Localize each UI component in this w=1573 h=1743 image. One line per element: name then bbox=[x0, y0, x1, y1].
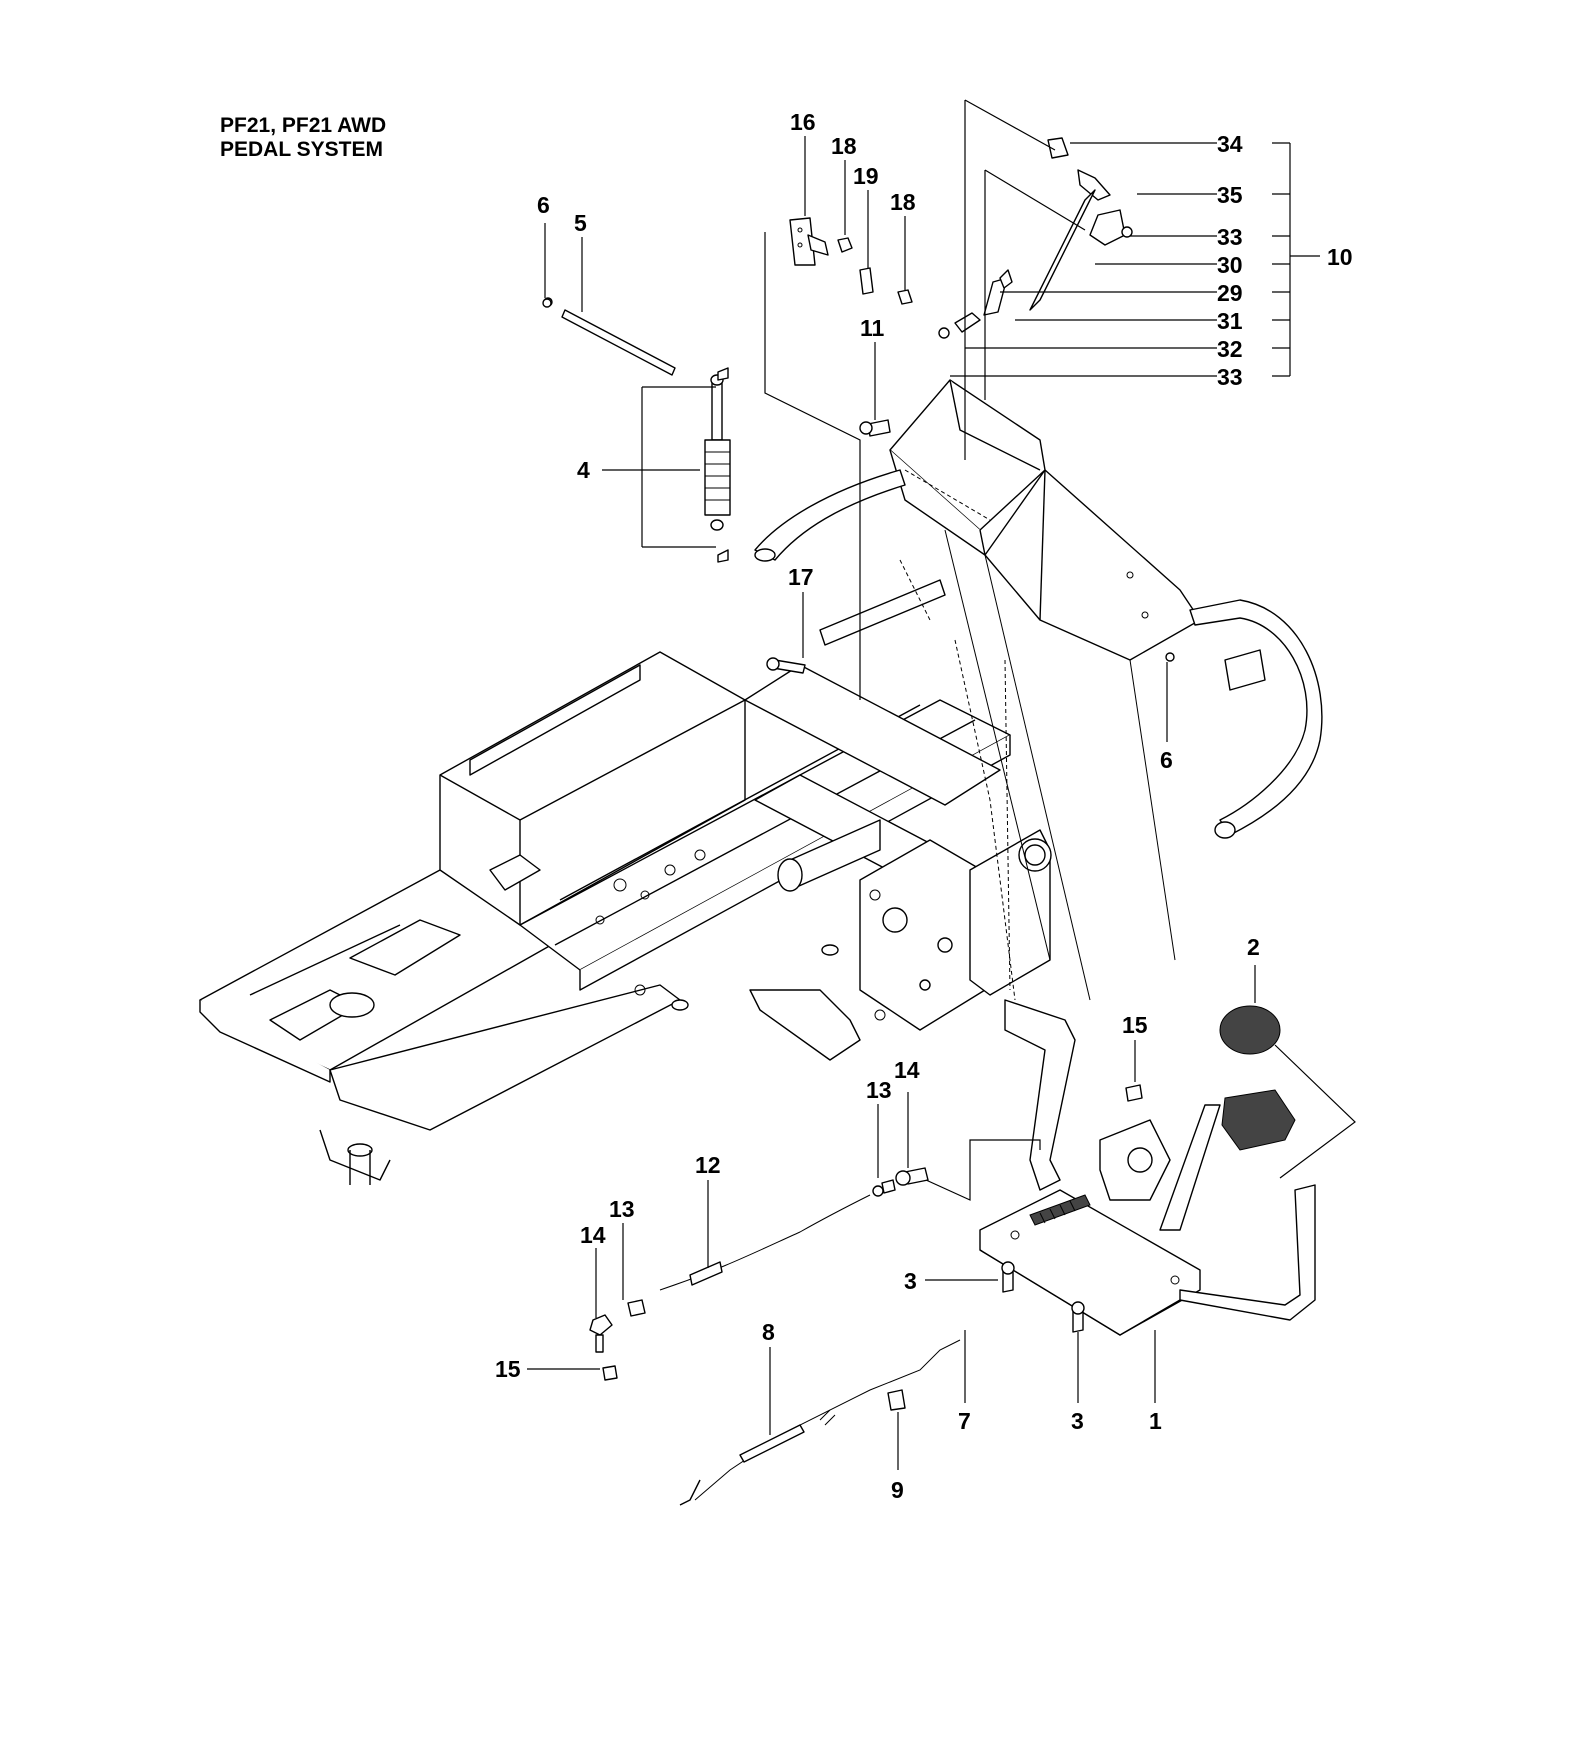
cable-12 bbox=[659, 1185, 884, 1291]
callout-numbers: 6 5 4 16 18 19 18 11 17 34 35 33 30 29 3… bbox=[495, 109, 1353, 1503]
callout-8: 8 bbox=[762, 1319, 775, 1345]
callout-6a: 6 bbox=[537, 192, 550, 218]
callout-15b: 15 bbox=[495, 1356, 521, 1382]
nut-9 bbox=[887, 1389, 906, 1411]
right-handle-bar bbox=[1189, 599, 1323, 839]
pedal-assembly bbox=[979, 999, 1316, 1336]
left-handle-bar bbox=[754, 469, 946, 646]
callout-5: 5 bbox=[574, 210, 587, 236]
callout-3a: 3 bbox=[904, 1268, 917, 1294]
callout-10: 10 bbox=[1327, 244, 1353, 270]
leader-lines bbox=[527, 99, 1356, 1470]
callout-14a: 14 bbox=[894, 1057, 920, 1083]
callout-16: 16 bbox=[790, 109, 816, 135]
callout-18b: 18 bbox=[890, 189, 916, 215]
callout-13b: 13 bbox=[609, 1196, 635, 1222]
ball-joint-right bbox=[881, 1167, 929, 1194]
rod bbox=[543, 297, 676, 376]
callout-31: 31 bbox=[1217, 308, 1243, 334]
callout-29: 29 bbox=[1217, 280, 1243, 306]
dash-tower bbox=[889, 379, 1201, 1001]
callout-33a: 33 bbox=[1217, 224, 1243, 250]
diagram-title-line2: PEDAL SYSTEM bbox=[220, 138, 383, 161]
callout-30: 30 bbox=[1217, 252, 1243, 278]
callout-14b: 14 bbox=[580, 1222, 606, 1248]
callout-6b: 6 bbox=[1160, 747, 1173, 773]
diagram-title-line1: PF21, PF21 AWD bbox=[220, 114, 386, 137]
callout-9: 9 bbox=[891, 1477, 904, 1503]
pedal-spring bbox=[1029, 1194, 1091, 1226]
bracket-cluster bbox=[789, 217, 913, 305]
clip-6-right bbox=[1165, 652, 1175, 662]
callout-17: 17 bbox=[788, 564, 814, 590]
bolt-11 bbox=[859, 419, 891, 437]
callout-19: 19 bbox=[853, 163, 879, 189]
callout-32: 32 bbox=[1217, 336, 1243, 362]
callout-1: 1 bbox=[1149, 1408, 1162, 1434]
bolt-17 bbox=[766, 657, 806, 674]
screws-3 bbox=[1001, 1261, 1085, 1333]
ball-joint-left bbox=[589, 1299, 646, 1381]
callout-15a: 15 bbox=[1122, 1012, 1148, 1038]
callout-35: 35 bbox=[1217, 182, 1243, 208]
chassis-frame bbox=[199, 651, 1052, 1185]
callout-13a: 13 bbox=[866, 1077, 892, 1103]
cable-8 bbox=[679, 1339, 961, 1506]
clip-6-left bbox=[542, 298, 552, 308]
callout-18a: 18 bbox=[831, 133, 857, 159]
callout-3b: 3 bbox=[1071, 1408, 1084, 1434]
callout-2: 2 bbox=[1247, 934, 1260, 960]
callout-34: 34 bbox=[1217, 131, 1243, 157]
gas-spring bbox=[704, 367, 731, 563]
callout-4: 4 bbox=[577, 457, 590, 483]
callout-12: 12 bbox=[695, 1152, 721, 1178]
callout-7: 7 bbox=[958, 1408, 971, 1434]
nut-15 bbox=[1125, 1084, 1143, 1102]
callout-33b: 33 bbox=[1217, 364, 1243, 390]
linkage-kit bbox=[938, 137, 1133, 339]
callout-11: 11 bbox=[860, 315, 885, 341]
